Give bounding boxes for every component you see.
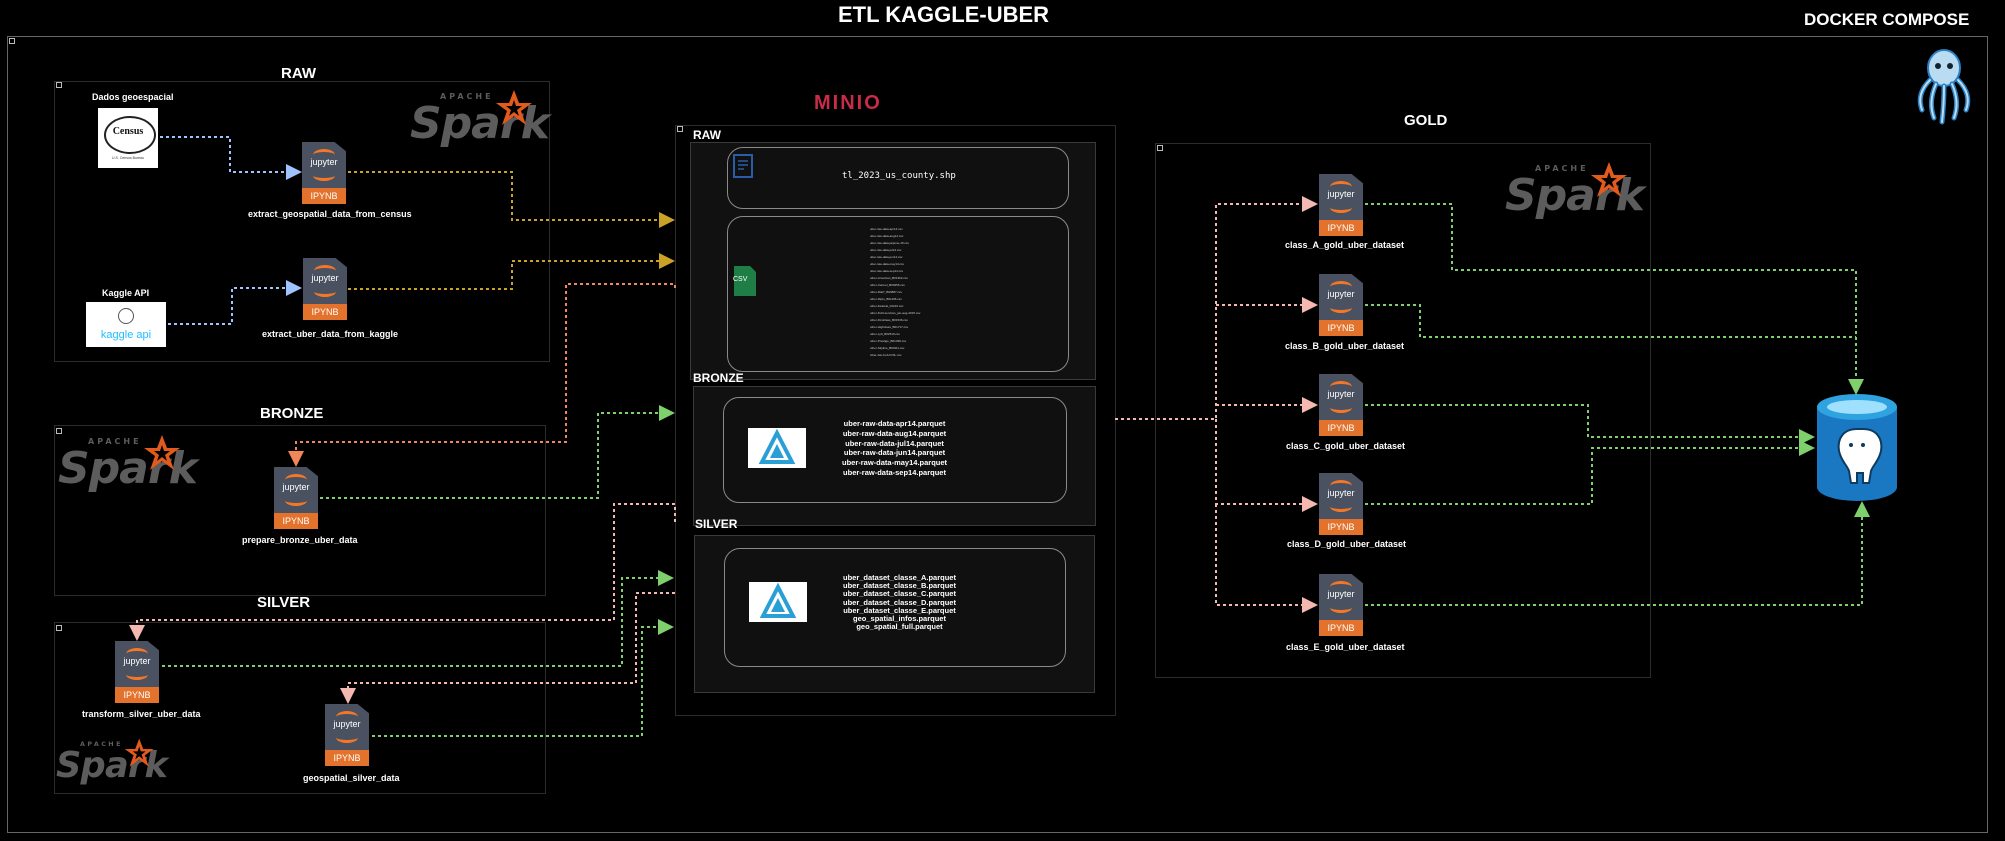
docker-compose-label: DOCKER COMPOSE — [1804, 10, 1970, 29]
notebook-geospatial-silver-label: geospatial_silver_data — [303, 773, 400, 783]
raw-stage-title: RAW — [281, 65, 316, 82]
census-source-label: Dados geoespacial — [92, 92, 174, 102]
spark-logo-gold: APACHE Spark — [1505, 162, 1645, 221]
notebook-class-e-label: class_E_gold_uber_dataset — [1286, 642, 1405, 652]
frame-handle — [9, 38, 15, 44]
silver-parquet-icon — [749, 582, 807, 622]
minio-raw-label: RAW — [693, 128, 721, 142]
silver-stage-handle — [56, 625, 62, 631]
csv-file-icon: CSV — [732, 266, 758, 296]
kaggle-logo: kaggle api — [86, 302, 166, 347]
notebook-extract-geospatial-label: extract_geospatial_data_from_census — [248, 209, 412, 219]
diagram-title: ETL KAGGLE-UBER — [838, 2, 1050, 27]
docker-octopus-icon — [1912, 44, 1976, 128]
minio-logo: MINIO — [814, 92, 882, 114]
spark-logo-silver: APACHE Spark — [56, 738, 168, 786]
minio-handle — [677, 126, 683, 132]
csv-card — [727, 216, 1069, 372]
notebook-class-d-label: class_D_gold_uber_dataset — [1287, 539, 1407, 549]
notebook-class-c-label: class_C_gold_uber_dataset — [1286, 441, 1406, 451]
minio-silver-label: SILVER — [695, 517, 738, 531]
spark-logo-bronze: APACHE Spark — [58, 435, 198, 494]
notebook-transform-silver-label: transform_silver_uber_data — [82, 709, 201, 719]
notebook-prepare-bronze-label: prepare_bronze_uber_data — [242, 535, 358, 545]
gold-stage-handle — [1157, 145, 1163, 151]
shapefile-icon — [730, 153, 756, 179]
census-logo: Census U.S. Census Bureau — [98, 108, 158, 168]
bronze-stage-handle — [56, 428, 62, 434]
gold-stage-title: GOLD — [1404, 112, 1448, 129]
notebook-extract-uber-label: extract_uber_data_from_kaggle — [262, 329, 399, 339]
bronze-stage-title: BRONZE — [260, 405, 324, 422]
notebook-class-b-label: class_B_gold_uber_dataset — [1285, 341, 1405, 351]
shapefile-card — [727, 147, 1069, 209]
postgresql-database-icon[interactable] — [1815, 393, 1899, 503]
shapefile-name: tl_2023_us_county.shp — [842, 171, 956, 181]
raw-stage-handle — [56, 82, 62, 88]
minio-bronze-label: BRONZE — [693, 371, 744, 385]
bronze-parquet-icon — [748, 428, 806, 468]
spark-logo-raw: APACHE Spark — [410, 90, 550, 149]
gold-stage-box — [1155, 143, 1651, 678]
silver-stage-title: SILVER — [257, 594, 311, 611]
notebook-class-a-label: class_A_gold_uber_dataset — [1285, 240, 1405, 250]
kaggle-source-label: Kaggle API — [102, 288, 150, 298]
docker-compose-frame — [7, 36, 1988, 833]
